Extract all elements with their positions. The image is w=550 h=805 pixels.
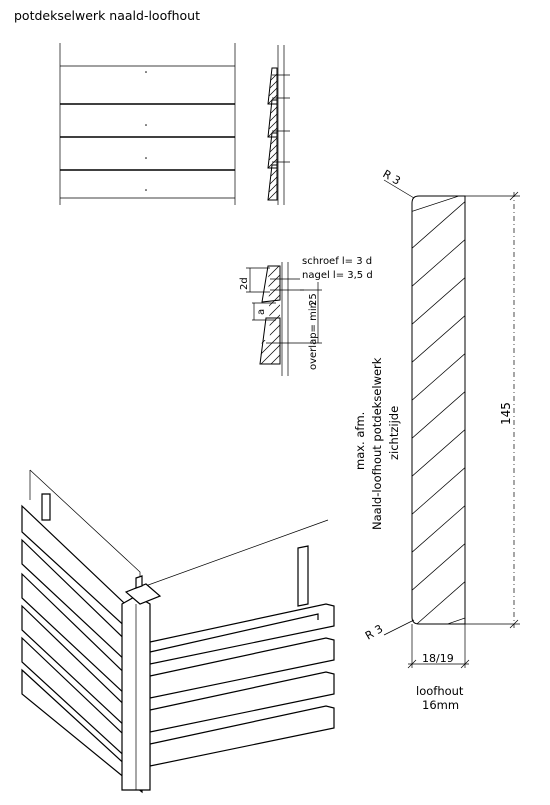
- screw-label: schroef l= 3 d: [302, 256, 372, 267]
- drawing-title: potdekselwerk naald-loofhout: [14, 8, 200, 23]
- board-elevation: [59, 43, 236, 205]
- height-dimension: 145: [499, 402, 513, 425]
- nail-label: nagel l= 3,5 d: [302, 270, 373, 281]
- dimension-2d: 2d: [239, 277, 250, 290]
- profile-caption-3: zichtzijde: [387, 406, 401, 460]
- radius-top-label: R 3: [381, 167, 403, 187]
- thickness-dimension: 18/19: [422, 652, 454, 665]
- material-label: loofhout: [416, 684, 464, 698]
- overlap-label: overlap= min: [308, 302, 319, 370]
- material-thickness: 16mm: [422, 698, 459, 712]
- dimension-a: a: [256, 309, 267, 315]
- fastening-detail: 2d a 25 overlap= min schroef l= 3 d nage…: [239, 256, 373, 376]
- profile-caption-1: max. afm.: [353, 412, 367, 470]
- dimension-25: 25: [308, 293, 319, 306]
- board-profile: R 3 R 3 145 18/19 max. afm. Naald-loofho…: [353, 167, 520, 712]
- board-section-small: [267, 45, 290, 205]
- radius-bottom-label: R 3: [363, 622, 385, 642]
- profile-caption-2: Naald-loofhout potdekselwerk: [370, 357, 384, 530]
- corner-isometric: [21, 469, 335, 794]
